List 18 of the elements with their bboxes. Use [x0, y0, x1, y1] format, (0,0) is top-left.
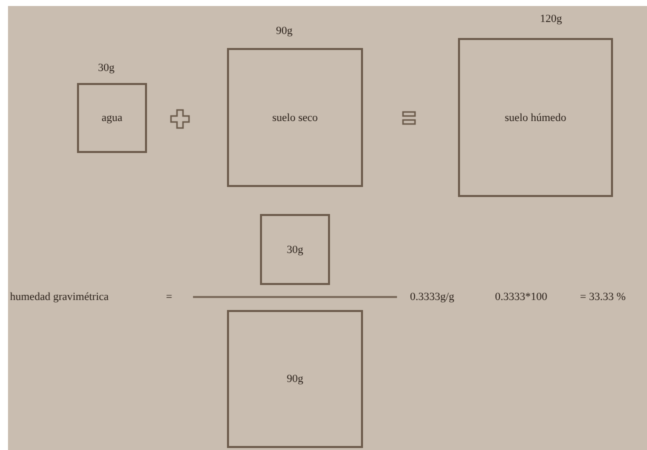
mass-label: 90g [276, 25, 292, 37]
formula-text: humedad gravimétrica [10, 291, 109, 303]
mass-label: 30g [98, 62, 114, 74]
measure-box [227, 310, 363, 448]
box-label: 90g [286, 373, 304, 385]
formula-text: = 33.33 % [580, 291, 626, 303]
box-label: 30g [286, 244, 304, 256]
mass-label: 120g [540, 13, 562, 25]
formula-text: 0.3333*100 [495, 291, 548, 303]
box-label: suelo húmedo [504, 112, 566, 124]
equals-sign: = [166, 291, 172, 303]
box-label: agua [102, 112, 122, 124]
measure-box [227, 48, 363, 187]
measure-box [458, 38, 613, 197]
box-label: suelo seco [272, 112, 318, 124]
measure-box [260, 214, 330, 285]
measure-box [77, 83, 147, 153]
formula-text: 0.3333g/g [410, 291, 454, 303]
